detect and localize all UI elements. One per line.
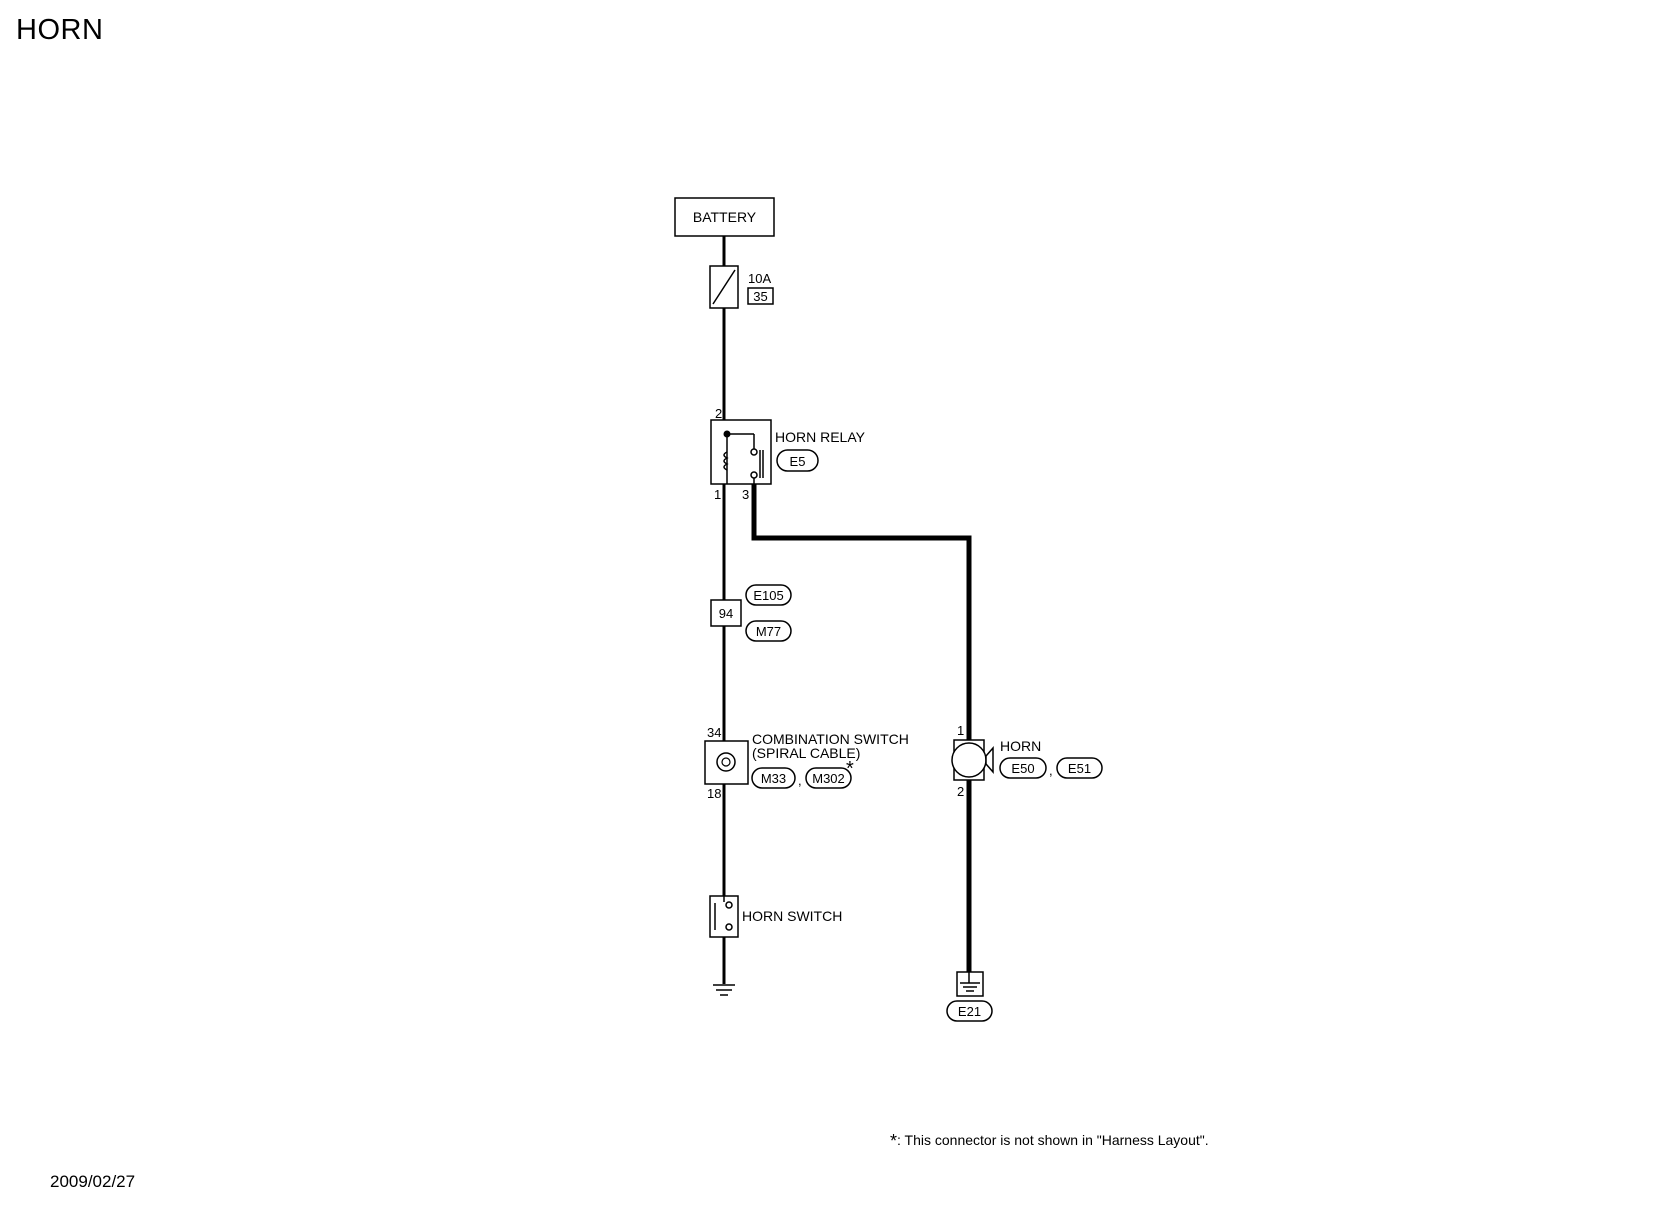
joint-connector: 94 E105 M77 — [710, 584, 792, 642]
horn-pin-2: 2 — [957, 784, 964, 799]
fuse-number: 35 — [753, 289, 767, 304]
relay-pin-2: 2 — [715, 406, 722, 421]
relay-label: HORN RELAY — [775, 429, 866, 445]
joint-connector-bottom: M77 — [756, 624, 781, 639]
joint-pin-94: 94 — [719, 606, 733, 621]
horn-switch: HORN SWITCH — [709, 895, 842, 938]
spiral-connector-2: M302 — [812, 771, 845, 786]
horn-switch-label: HORN SWITCH — [742, 908, 842, 924]
relay-pin-1: 1 — [714, 487, 721, 502]
spiral-asterisk: * — [846, 758, 854, 780]
spiral-connector-1: M33 — [761, 771, 786, 786]
wire-relay-to-horn — [751, 484, 972, 740]
date-stamp: 2009/02/27 — [50, 1172, 136, 1191]
spiral-pin-34: 34 — [707, 725, 721, 740]
horn: 1 2 HORN E50 , E51 — [951, 723, 1103, 799]
relay-connector: E5 — [790, 454, 806, 469]
ground-e21: E21 — [946, 971, 993, 1022]
relay-pin-3: 3 — [742, 487, 749, 502]
page-title: HORN — [16, 14, 104, 46]
footnote-text: : This connector is not shown in "Harnes… — [897, 1132, 1209, 1148]
footnote-symbol: * — [890, 1131, 898, 1151]
horn-separator: , — [1049, 763, 1053, 778]
footnote: *: This connector is not shown in "Harne… — [890, 1131, 1209, 1152]
battery-block: BATTERY — [674, 197, 775, 237]
body-ground-symbol — [713, 984, 735, 996]
horn-pin-1: 1 — [957, 723, 964, 738]
horn-label: HORN — [1000, 738, 1041, 754]
fuse-rating: 10A — [748, 271, 771, 286]
combination-switch: 34 18 COMBINATION SWITCH (SPIRAL CABLE) … — [704, 725, 909, 801]
horn-connector-1: E50 — [1011, 761, 1034, 776]
spiral-label-2: (SPIRAL CABLE) — [752, 745, 860, 761]
battery-label: BATTERY — [693, 209, 757, 225]
ground-connector: E21 — [958, 1004, 981, 1019]
spiral-pin-18: 18 — [707, 786, 721, 801]
horn-connector-2: E51 — [1068, 761, 1091, 776]
spiral-label-1: COMBINATION SWITCH — [752, 731, 909, 747]
horn-relay: 2 HORN RELAY E5 1 3 — [710, 406, 866, 502]
joint-connector-top: E105 — [753, 588, 783, 603]
spiral-separator: , — [798, 773, 802, 788]
fuse-10a: 10A 35 — [709, 265, 774, 309]
